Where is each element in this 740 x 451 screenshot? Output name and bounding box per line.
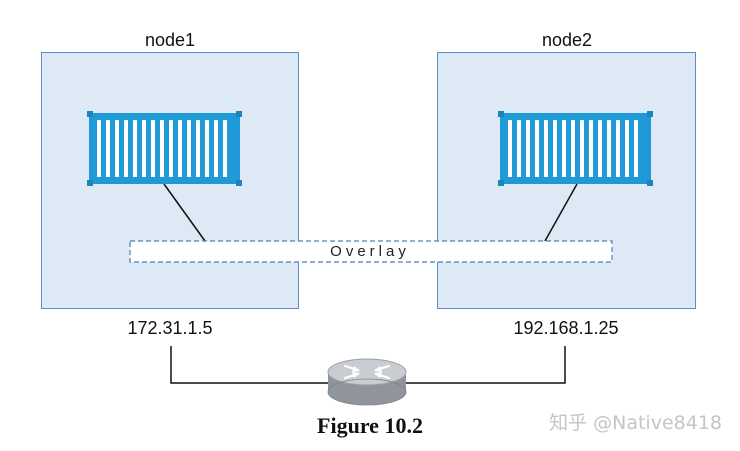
node2-wire	[405, 346, 566, 384]
overlay-label: Overlay	[330, 243, 410, 260]
watermark: 知乎 @Native8418	[549, 412, 722, 434]
node1-wire	[170, 346, 330, 384]
node1-ip-label: 172.31.1.5	[127, 318, 213, 338]
node1-label: node1	[144, 30, 196, 50]
container-icon	[498, 111, 653, 186]
router-icon	[327, 358, 407, 406]
container2-connector	[544, 183, 578, 242]
node2-ip-label: 192.168.1.25	[513, 318, 619, 338]
figure-caption: Figure 10.2	[317, 413, 423, 438]
overlay-band	[129, 240, 613, 263]
node2-label: node2	[541, 30, 593, 50]
container-icon	[87, 111, 242, 186]
container1-connector	[163, 183, 206, 242]
